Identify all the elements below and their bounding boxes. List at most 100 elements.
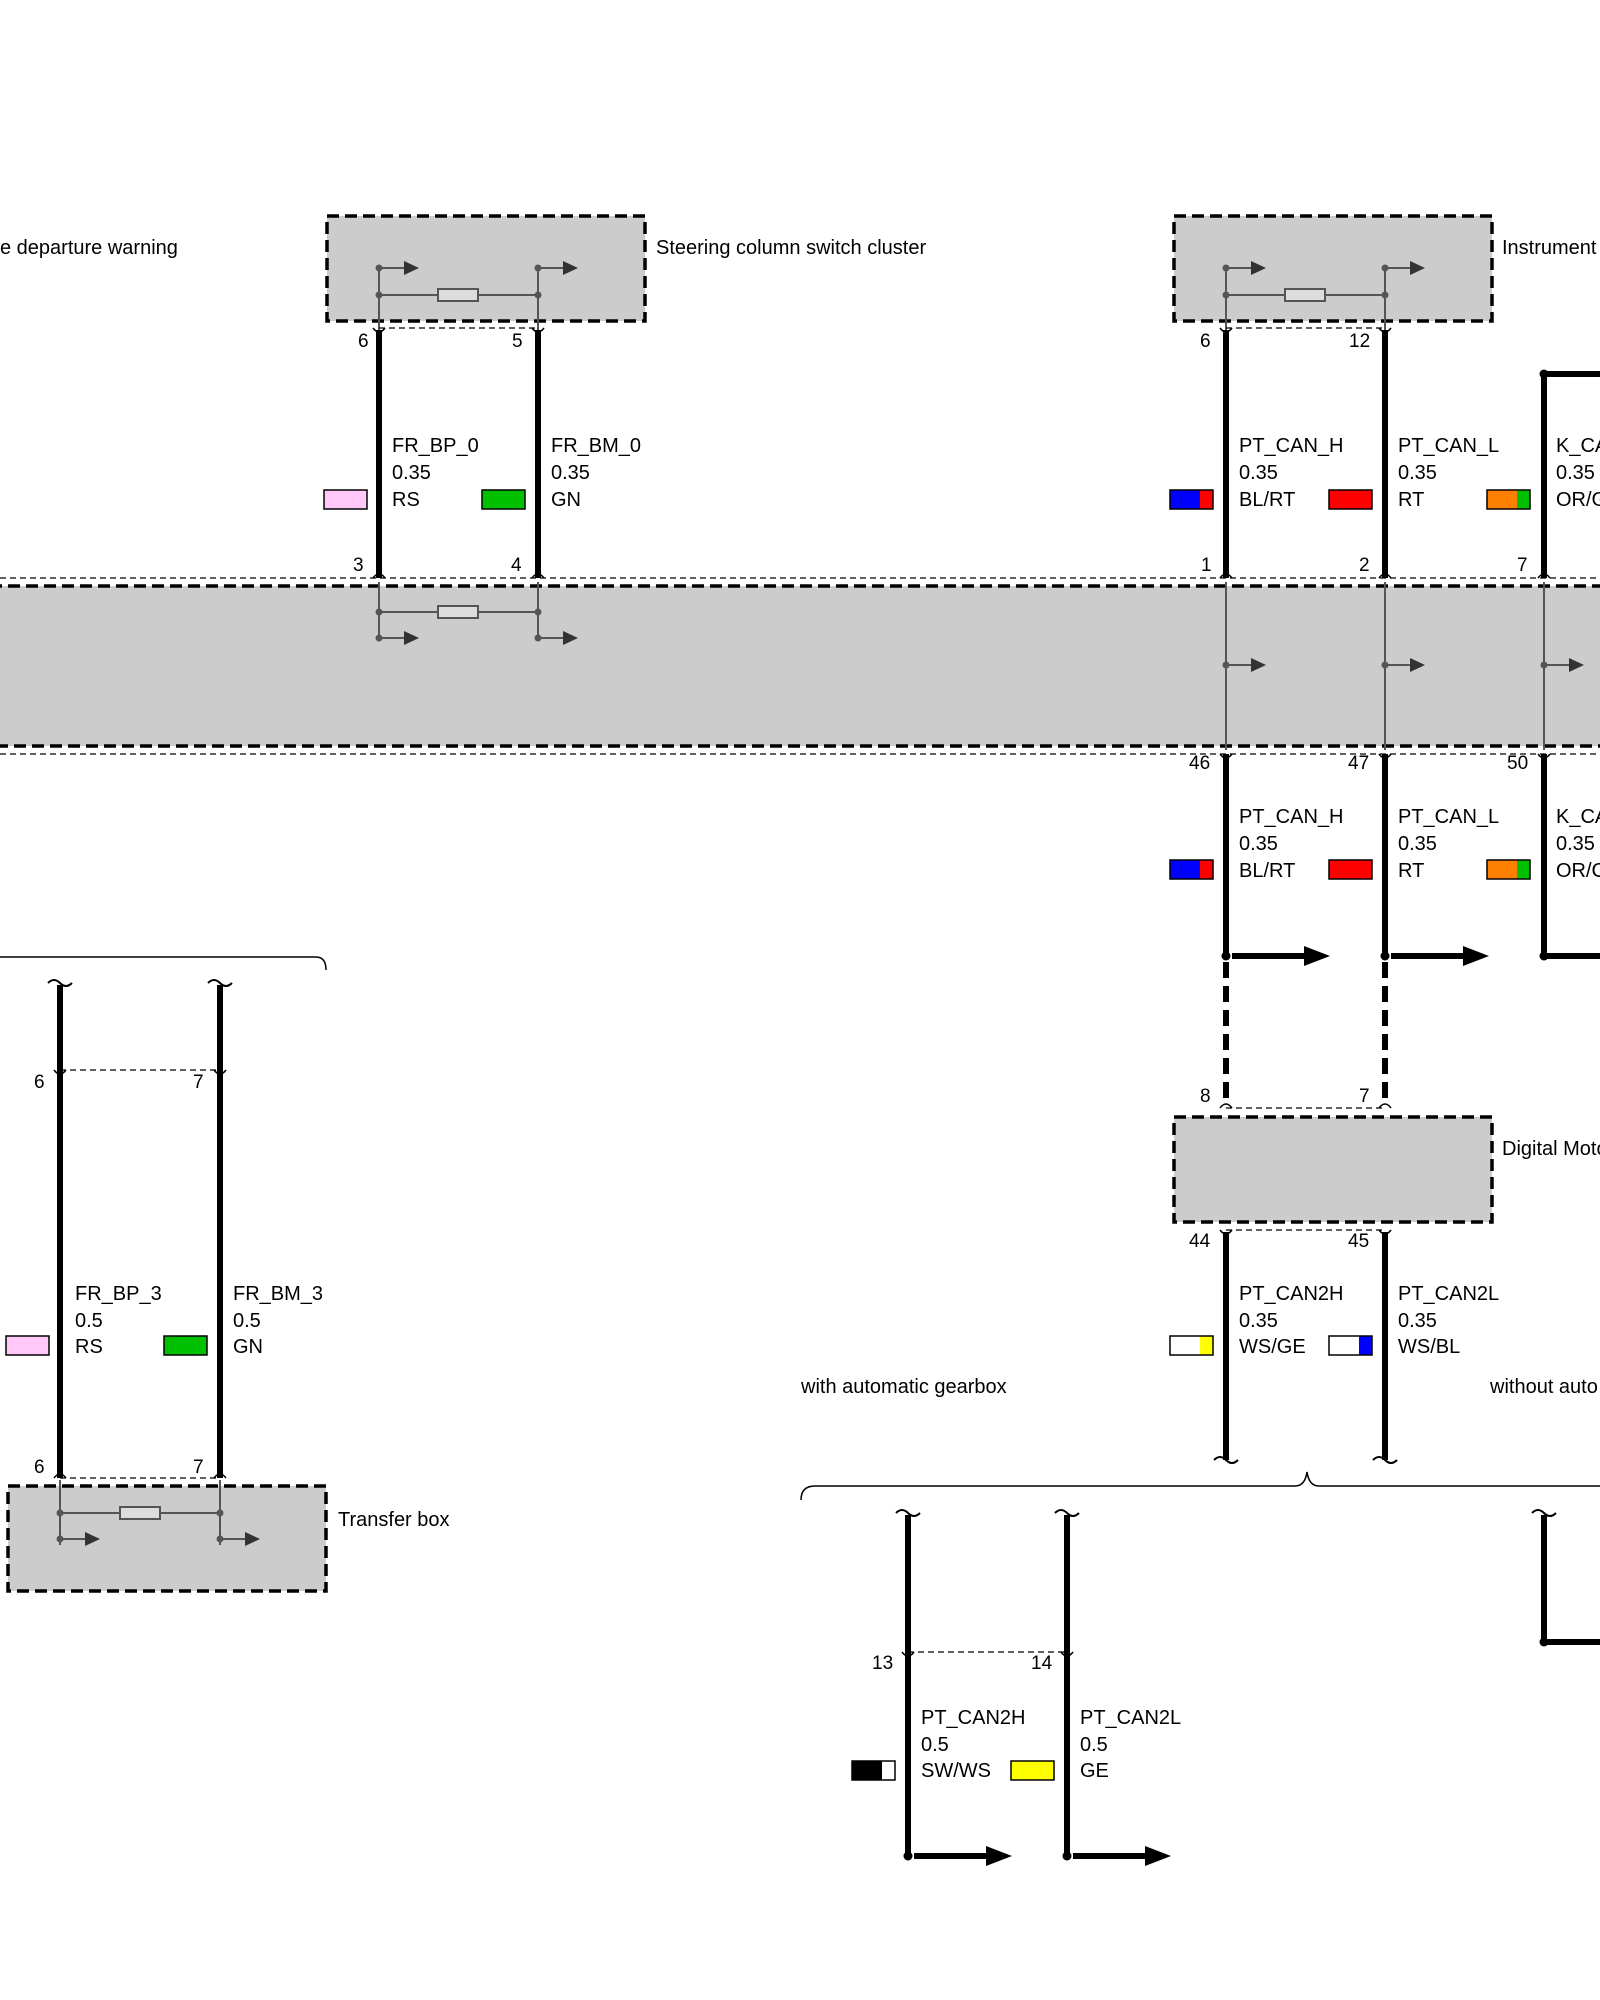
wire-color-swatch — [1169, 1335, 1214, 1356]
wire-color-swatch — [481, 489, 526, 510]
wire-color-swatch — [1010, 1760, 1055, 1781]
wire-name: K_CA — [1556, 435, 1600, 457]
wire-name: PT_CAN_L — [1398, 806, 1499, 828]
pin-number: 4 — [511, 555, 522, 576]
pin-number: 45 — [1348, 1231, 1369, 1252]
variant-with-automatic-gearbox: with automatic gearbox — [800, 1376, 1007, 1398]
wire-size: 0.35 — [551, 462, 590, 484]
wire-name: PT_CAN2H — [1239, 1283, 1343, 1305]
wire-color: SW/WS — [921, 1760, 991, 1782]
lane-departure-warning-label: e departure warning — [0, 237, 178, 259]
pin-number: 7 — [193, 1072, 204, 1093]
wire-size: 0.35 — [1556, 833, 1595, 855]
pin-number: 6 — [34, 1072, 45, 1093]
wire-name: PT_CAN_L — [1398, 435, 1499, 457]
wire-color: BL/RT — [1239, 860, 1295, 882]
pin-number: 14 — [1031, 1653, 1053, 1674]
wire-color-swatch — [1328, 1335, 1373, 1356]
wire-name: PT_CAN2H — [921, 1707, 1025, 1729]
wire-color-swatch — [1328, 489, 1373, 510]
pin-number: 6 — [358, 331, 369, 352]
pin-number: 46 — [1189, 753, 1210, 774]
wire-color: WS/BL — [1398, 1336, 1460, 1358]
pin-number: 47 — [1348, 753, 1369, 774]
instrument-termination-symbol — [1222, 261, 1425, 330]
pin-number: 6 — [1200, 331, 1211, 352]
pin-number: 2 — [1359, 555, 1370, 576]
wire-size: 0.5 — [75, 1310, 103, 1332]
transfer-box-termination-symbol — [56, 1480, 260, 1546]
wire-size: 0.5 — [233, 1310, 261, 1332]
pin-number: 6 — [34, 1457, 45, 1478]
wire-name: FR_BM_0 — [551, 435, 641, 457]
variant-without-automatic-gearbox: without auto — [1489, 1376, 1598, 1398]
wire-color-swatch — [323, 489, 368, 510]
wire-color-swatch — [851, 1760, 896, 1781]
pin-number: 7 — [1359, 1086, 1370, 1107]
wire-size: 0.35 — [392, 462, 431, 484]
wire-size: 0.35 — [1398, 1310, 1437, 1332]
pin-number: 44 — [1189, 1231, 1211, 1252]
wire-color-swatch — [1169, 859, 1214, 880]
brace-gearbox-variants — [800, 1471, 1600, 1501]
wire-color: GE — [1080, 1760, 1109, 1782]
wire-size: 0.35 — [1239, 1310, 1278, 1332]
wire-color-swatch — [1486, 489, 1531, 510]
steering-column-switch-cluster-label: Steering column switch cluster — [656, 237, 926, 259]
wire-name: PT_CAN2L — [1080, 1707, 1181, 1729]
transfer-box-box[interactable] — [6, 1484, 328, 1593]
wire-color-swatch — [5, 1335, 50, 1356]
pin-number: 3 — [353, 555, 364, 576]
instrument-label: Instrument — [1502, 237, 1597, 259]
wire-size: 0.35 — [1398, 833, 1437, 855]
pin-number: 8 — [1200, 1086, 1211, 1107]
digital-motor-label: Digital Moto — [1502, 1138, 1600, 1160]
wire-color: RS — [75, 1336, 103, 1358]
wire-name: FR_BP_3 — [75, 1283, 162, 1305]
wire-size: 0.35 — [1239, 833, 1278, 855]
wire-name: PT_CAN_H — [1239, 435, 1343, 457]
continuation-arrow-pt-can2l-gearbox — [1062, 1846, 1171, 1866]
wire-break-symbols — [47, 979, 1557, 1517]
gateway-flexray-termination-symbol — [375, 582, 578, 645]
wire-size: 0.35 — [1398, 462, 1437, 484]
pin-number: 12 — [1349, 331, 1370, 352]
wire-color-swatch — [163, 1335, 208, 1356]
continuation-arrow-pt-can-l — [1380, 946, 1489, 966]
pin-number: 5 — [512, 331, 523, 352]
transfer-box-label: Transfer box — [338, 1509, 450, 1531]
central-gateway-bus-box[interactable] — [0, 584, 1600, 748]
steering-column-switch-cluster-box[interactable] — [325, 214, 647, 323]
pin-number: 13 — [872, 1653, 893, 1674]
wire-color: OR/C — [1556, 860, 1600, 882]
wire-name: FR_BM_3 — [233, 1283, 323, 1305]
continuation-arrow-pt-can2h-gearbox — [903, 1846, 1012, 1866]
wire-size: 0.35 — [1239, 462, 1278, 484]
pin-number: 7 — [193, 1457, 204, 1478]
wire-color: BL/RT — [1239, 489, 1295, 511]
wire-color: RT — [1398, 860, 1424, 882]
wire-color: OR/G — [1556, 489, 1600, 511]
wire-size: 0.35 — [1556, 462, 1595, 484]
steering-column-termination-symbol — [375, 261, 578, 330]
wire-color: GN — [551, 489, 581, 511]
wire-color: RT — [1398, 489, 1424, 511]
wire-name: K_CA — [1556, 806, 1600, 828]
brace-upper-left — [0, 956, 327, 971]
wire-color: WS/GE — [1239, 1336, 1306, 1358]
wire-size: 0.5 — [1080, 1734, 1108, 1756]
instrument-cluster-box[interactable] — [1172, 214, 1494, 323]
wire-name: PT_CAN2L — [1398, 1283, 1499, 1305]
pin-number: 7 — [1517, 555, 1528, 576]
pin-number: 1 — [1201, 555, 1212, 576]
wire-color: RS — [392, 489, 420, 511]
wire-color-swatch — [1169, 489, 1214, 510]
wire-color-swatch — [1328, 859, 1373, 880]
wire-color: GN — [233, 1336, 263, 1358]
continuation-arrow-pt-can-h — [1221, 946, 1330, 966]
wire-size: 0.5 — [921, 1734, 949, 1756]
digital-motor-electronics-box[interactable] — [1172, 1115, 1494, 1224]
gateway-can-passthrough-symbol — [1222, 582, 1584, 750]
wire-name: FR_BP_0 — [392, 435, 479, 457]
